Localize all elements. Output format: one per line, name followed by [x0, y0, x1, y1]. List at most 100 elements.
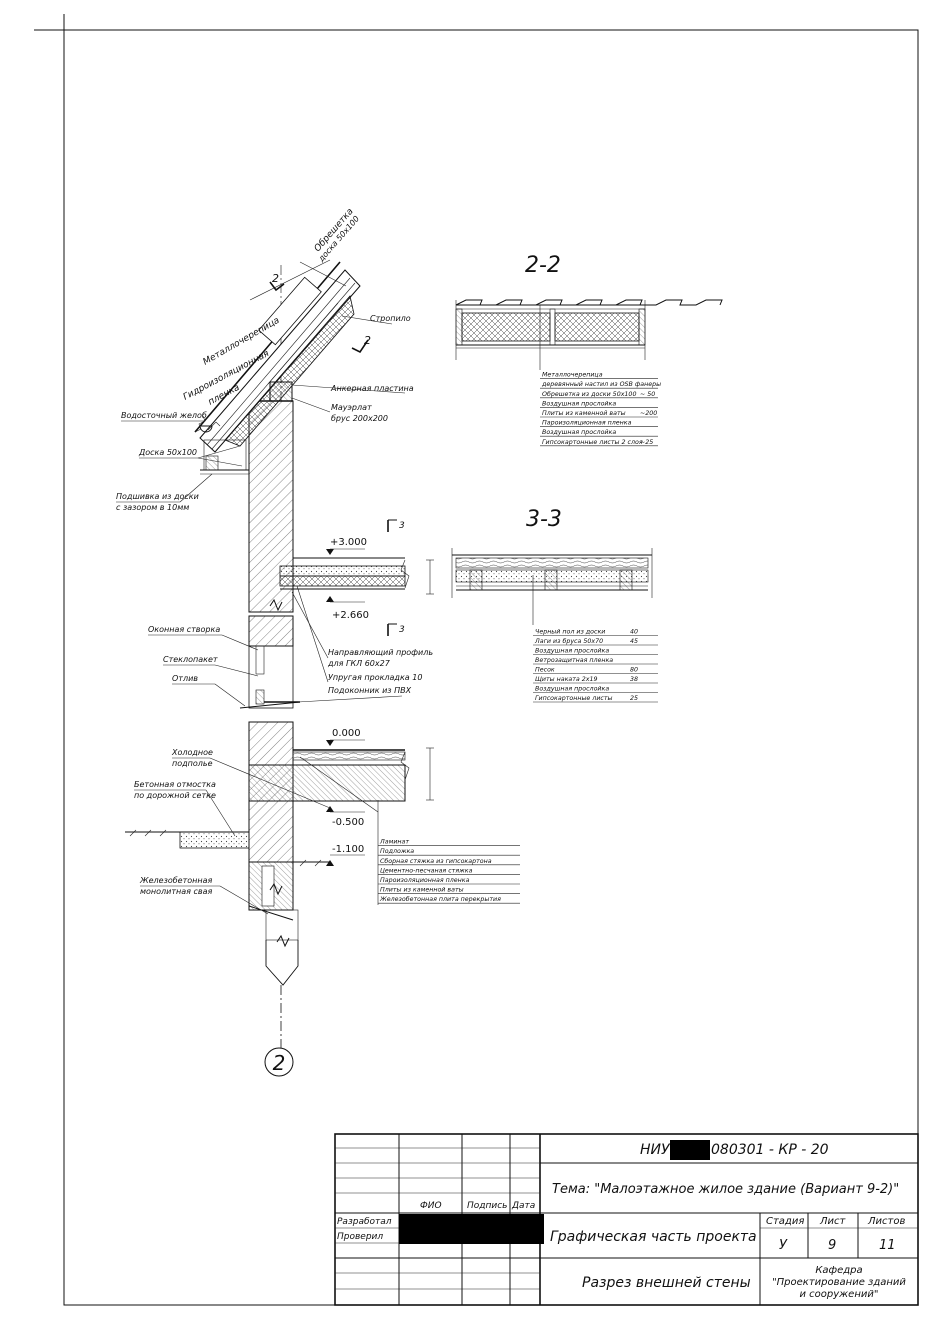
stage-value: У	[779, 1238, 788, 1253]
section-3-3-title: 3-3	[526, 507, 562, 532]
axis-label: 2	[273, 1051, 286, 1075]
title-block: НИУ 080301 - КР - 20 Тема: "Малоэтажное …	[334, 1133, 919, 1306]
dept-2: "Проектирование зданий	[772, 1277, 906, 1288]
window-annotations: Оконная створка Стеклопакет Отлив Направ…	[148, 585, 433, 707]
ground-layer-0: Ламинат	[379, 839, 409, 846]
sheet-value: 9	[828, 1238, 836, 1253]
roof-layer-7: Гипсокартонные листы 2 слоя	[542, 439, 643, 446]
roof-layer-2: Обрешетка из доски 50х100	[542, 390, 636, 398]
dept-1: Кафедра	[815, 1265, 862, 1276]
window-opening	[248, 645, 294, 709]
svg-text:3: 3	[399, 521, 405, 531]
label-podshivka-2: с зазором в 10мм	[116, 503, 189, 512]
floor-layer-value-1: 45	[630, 638, 638, 645]
roof-layer-3: Воздушная прослойка	[542, 400, 616, 407]
floor-3000: +3.000 +2.660 3 3	[279, 519, 434, 636]
row-developed: Разработал	[337, 1217, 392, 1227]
label-mauerlat-2: брус 200х200	[331, 414, 388, 423]
floor-layer-2: Воздушная прослойка	[535, 648, 609, 655]
floor-layer-value-0: 40	[630, 629, 638, 636]
label-mauerlat-1: Мауэрлат	[331, 403, 372, 412]
dept-3: и сооружений"	[800, 1289, 879, 1300]
label-otliv: Отлив	[172, 674, 198, 683]
label-stvorka: Оконная створка	[148, 625, 220, 634]
stage-label: Стадия	[766, 1216, 804, 1227]
doc-code-prefix: НИУ	[640, 1142, 671, 1158]
roof-cut-marks: 2 2	[269, 272, 371, 354]
ground-layer-1: Подложка	[380, 848, 414, 855]
roof-layer-5: Пароизоляционная пленка	[542, 420, 632, 427]
label-zhelob: Водосточный желоб	[121, 411, 207, 420]
floor-layer-7: Гипсокартонные листы	[535, 695, 613, 702]
svg-text:2: 2	[364, 334, 371, 347]
sheet-label: Лист	[819, 1216, 847, 1227]
label-prokladka: Упругая прокладка 10	[328, 673, 422, 682]
col-signature: Подпись	[467, 1201, 507, 1211]
roof-layer-1: деревянный настил из OSB фанеры	[541, 381, 661, 388]
label-svaya-2: монолитная свая	[140, 887, 213, 896]
floor-layer-value-4: 80	[630, 667, 638, 674]
col-date: Дата	[511, 1201, 535, 1211]
ground-layer-4: Пароизоляционная пленка	[380, 877, 470, 884]
ground-layer-6: Железобетонная плита перекрытия	[379, 895, 501, 903]
redacted-code	[670, 1140, 710, 1160]
redacted-names	[399, 1214, 544, 1244]
label-kholodnoe-1: Холодное	[171, 748, 213, 757]
mauerlat	[269, 381, 293, 402]
svg-text:3: 3	[399, 625, 405, 635]
foundation-annotations: Холодное подполье Бетонная отмостка по д…	[134, 748, 331, 915]
level-2660: +2.660	[332, 610, 369, 621]
row-checked: Проверил	[337, 1232, 383, 1242]
floor-layer-6: Воздушная прослойка	[535, 686, 609, 693]
roof-layer-value-2: ~ 50	[640, 391, 655, 398]
axis-marker	[264, 1047, 294, 1077]
label-doska-50: Доска 50х100	[138, 448, 197, 457]
level-m1100: -1.100	[332, 844, 364, 855]
floor-layer-0: Черный пол из доски	[535, 629, 605, 636]
drawing-name: Разрез внешней стены	[582, 1275, 751, 1291]
label-podokonnik: Подоконник из ПВХ	[328, 686, 412, 695]
sheets-value: 11	[879, 1238, 896, 1253]
roof-layer-6: Воздушная прослойка	[542, 429, 616, 436]
doc-code-suffix: 080301 - КР - 20	[711, 1142, 829, 1158]
window-detail	[239, 645, 301, 709]
level-m0500: -0.500	[332, 817, 364, 828]
roof-layer-0: Металлочерепица	[542, 372, 603, 379]
sheets-label: Листов	[867, 1216, 905, 1227]
label-stropilo: Стропило	[370, 314, 411, 323]
floor-layer-4: Песок	[535, 667, 555, 674]
floor-layer-value-5: 38	[630, 676, 638, 683]
ground-layer-5: Плиты из каменной ваты	[380, 887, 464, 894]
ground-area	[125, 829, 330, 867]
wall-lintel	[248, 615, 294, 647]
label-otmostka-2: по дорожной сетке	[134, 791, 216, 800]
label-profil-1: Направляющий профиль	[328, 648, 433, 657]
roof-layer-value-4: ~200	[640, 410, 657, 417]
floor-layer-5: Щиты наката 2х19	[535, 676, 598, 683]
label-otmostka-1: Бетонная отмостка	[134, 780, 216, 789]
level-3000: +3.000	[330, 537, 367, 548]
section-2-2: 2-2 Металлочерепица деревянный настил из …	[455, 253, 723, 447]
svg-text:2: 2	[272, 272, 279, 285]
label-kholodnoe-2: подполье	[172, 759, 213, 768]
level-0000: 0.000	[332, 728, 361, 739]
roof-section	[194, 259, 361, 475]
floor-layer-value-7: 25	[630, 695, 638, 702]
label-svaya-1: Железобетонная	[139, 876, 212, 885]
floor-0000: 0.000 -0.500 -1.100	[248, 728, 434, 866]
label-podshivka-1: Подшивка из доски	[116, 492, 199, 501]
label-profil-2: для ГКЛ 60х27	[327, 659, 391, 668]
roof-layer-value-7: ~25	[640, 439, 653, 446]
section-name: Графическая часть проекта	[550, 1229, 757, 1245]
doc-topic: Тема: "Малоэтажное жилое здание (Вариант…	[552, 1182, 899, 1197]
section-2-2-title: 2-2	[525, 253, 561, 278]
floor-layer-3: Ветрозащитная пленка	[535, 657, 613, 664]
floor-layer-1: Лаги из бруса 50х70	[534, 637, 603, 645]
col-fio: ФИО	[420, 1201, 442, 1211]
ground-layer-2: Сборная стяжка из гипсокартона	[380, 857, 492, 865]
ground-layer-3: Цементно-песчаная стяжка	[380, 867, 473, 874]
label-steklopaket: Стеклопакет	[163, 655, 218, 664]
